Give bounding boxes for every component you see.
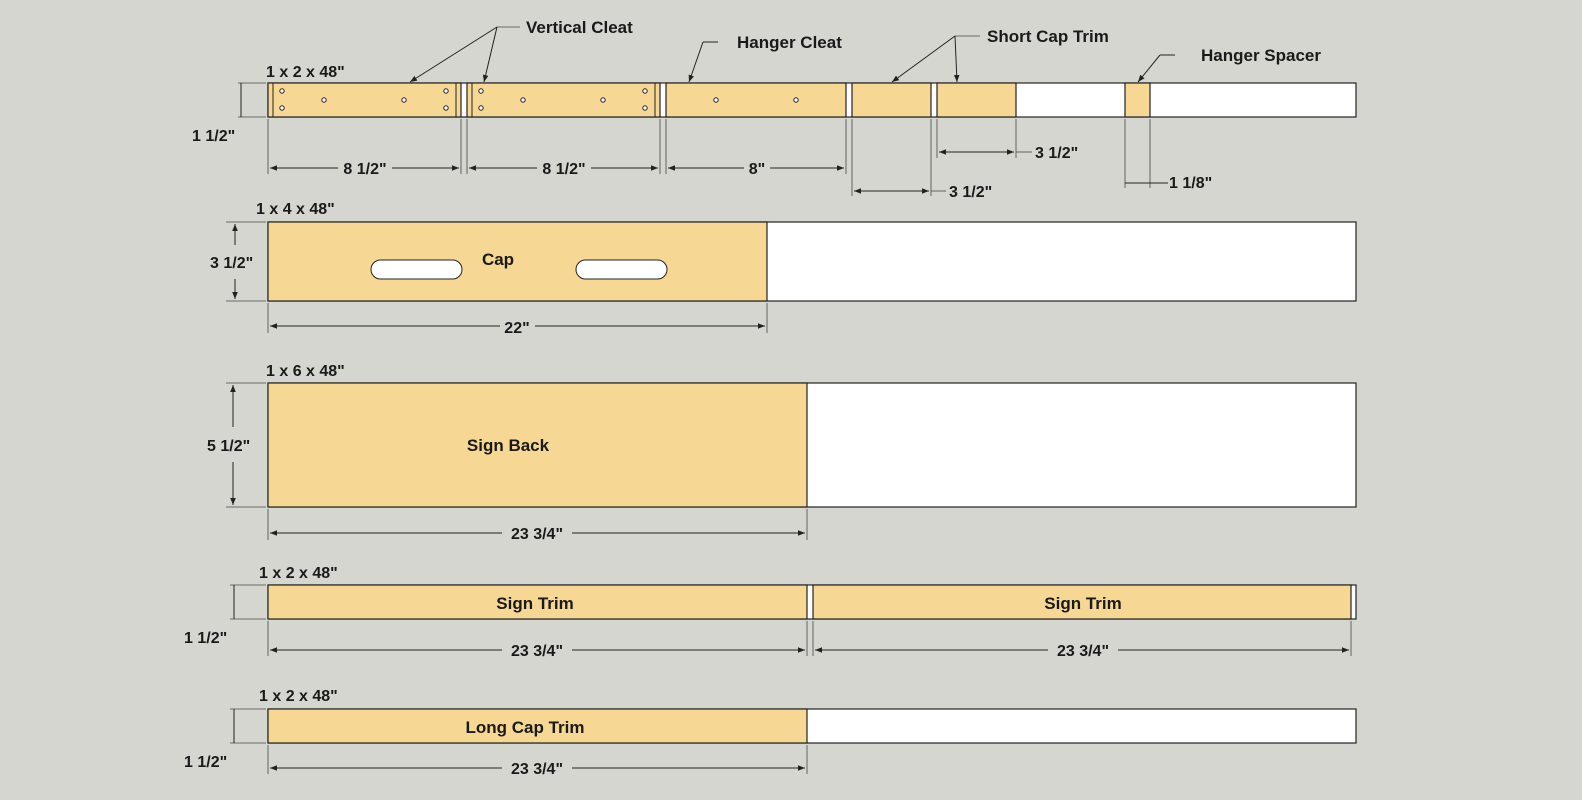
callout-short-cap-trim: Short Cap Trim bbox=[987, 27, 1109, 46]
dim-cap: 22" bbox=[504, 320, 529, 337]
dim-long-cap-trim: 23 3/4" bbox=[511, 761, 563, 778]
sign-trim-piece bbox=[267, 584, 808, 620]
board-4-stock-label: 1 x 2 x 48" bbox=[259, 565, 338, 582]
board-2-stock-label: 1 x 4 x 48" bbox=[256, 201, 335, 218]
board-2-height-label: 3 1/2" bbox=[210, 255, 253, 272]
sign-trim-label-2: Sign Trim bbox=[1044, 594, 1121, 613]
board-5-height-label: 1 1/2" bbox=[184, 754, 227, 771]
dim-short-cap-trim-2: 3 1/2" bbox=[1035, 145, 1078, 162]
board-5-stock-label: 1 x 2 x 48" bbox=[259, 688, 338, 705]
dim-vertical-cleat-1: 8 1/2" bbox=[343, 161, 386, 178]
board-3-height-label: 5 1/2" bbox=[207, 438, 250, 455]
vertical-cleat-piece bbox=[267, 82, 462, 118]
sign-trim-piece bbox=[812, 584, 1352, 620]
board-3-stock-label: 1 x 6 x 48" bbox=[266, 363, 345, 380]
vertical-cleat-piece bbox=[466, 82, 661, 118]
board-2: 1 x 4 x 48" Cap 3 1/2" 22" bbox=[210, 201, 1357, 337]
short-cap-trim-piece bbox=[936, 82, 1017, 118]
callout-hanger-spacer: Hanger Spacer bbox=[1201, 46, 1321, 65]
callout-vertical-cleat: Vertical Cleat bbox=[526, 18, 633, 37]
dim-hanger-spacer: 1 1/8" bbox=[1169, 175, 1212, 192]
dim-vertical-cleat-2: 8 1/2" bbox=[542, 161, 585, 178]
dim-sign-trim-2: 23 3/4" bbox=[1057, 643, 1109, 660]
cap-piece bbox=[267, 221, 768, 302]
dim-hanger-cleat: 8" bbox=[749, 161, 765, 178]
board-5: 1 x 2 x 48" Long Cap Trim 1 1/2" 23 3/4" bbox=[184, 688, 1357, 778]
board-1-height-label: 1 1/2" bbox=[192, 128, 235, 145]
cap-slot bbox=[370, 259, 463, 280]
cap-slot bbox=[575, 259, 668, 280]
sign-back-label: Sign Back bbox=[467, 436, 550, 455]
cap-label: Cap bbox=[482, 250, 514, 269]
long-cap-trim-label: Long Cap Trim bbox=[466, 718, 585, 737]
dim-sign-back: 23 3/4" bbox=[511, 526, 563, 543]
sign-back-piece bbox=[267, 382, 808, 508]
dim-sign-trim-1: 23 3/4" bbox=[511, 643, 563, 660]
board-1: 1 x 2 x 48" 1 1/2" bbox=[192, 18, 1357, 201]
long-cap-trim-piece bbox=[267, 708, 808, 744]
hanger-spacer-piece bbox=[1124, 82, 1151, 118]
board-3: 1 x 6 x 48" Sign Back 5 1/2" 23 3/4" bbox=[207, 363, 1357, 543]
dim-short-cap-trim-1: 3 1/2" bbox=[949, 184, 992, 201]
board-1-stock-label: 1 x 2 x 48" bbox=[266, 64, 345, 81]
hanger-cleat-piece bbox=[665, 82, 847, 118]
board-4-height-label: 1 1/2" bbox=[184, 630, 227, 647]
board-4: 1 x 2 x 48" Sign Trim Sign Trim 1 1/2" 2… bbox=[184, 565, 1357, 660]
short-cap-trim-piece bbox=[851, 82, 932, 118]
sign-trim-label-1: Sign Trim bbox=[496, 594, 573, 613]
callout-hanger-cleat: Hanger Cleat bbox=[737, 33, 842, 52]
